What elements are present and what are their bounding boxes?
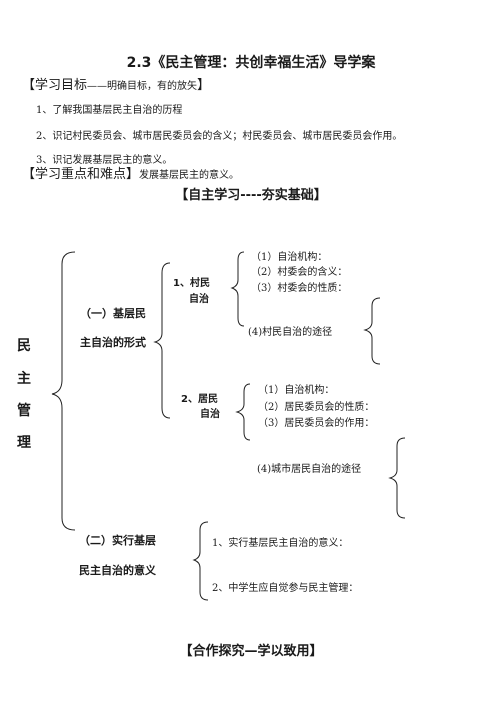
learning-goals-header-main: 【学习目标	[22, 78, 88, 93]
resident-label-line1: 2、居民	[181, 394, 218, 405]
goal-item-1: 1、了解我国基层民主自治的历程	[36, 105, 183, 116]
learning-goals-header-close: 】	[197, 78, 211, 93]
village-brace	[230, 251, 245, 327]
root-char-4: 理	[17, 435, 31, 451]
branch1-label-line2: 主自治的形式	[80, 336, 146, 349]
learning-goals-header: 【学习目标——明确目标，有的放矢】	[22, 74, 210, 93]
goal-item-3: 3、识记发展基层民主的意义。	[36, 155, 173, 166]
self-study-header: 【自主学习----夯实基础】	[175, 188, 327, 203]
page-title: 2.3《民主管理：共创幸福生活》导学案	[126, 55, 376, 71]
resident-item-3: （3）居民委员会的作用：	[258, 418, 375, 429]
focus-line: 【学习重点和难点】发展基层民主的意义。	[22, 163, 239, 182]
root-char-2: 主	[17, 371, 31, 387]
root-char-3: 管	[17, 403, 31, 419]
resident-brace	[235, 383, 251, 441]
resident-label-line2: 自治	[200, 409, 220, 420]
focus-text: 发展基层民主的意义。	[139, 170, 240, 181]
resident-item-2: （2）居民委员会的性质：	[258, 402, 375, 413]
resident-item-1: （1）自治机构：	[258, 385, 335, 396]
branch2-label-line2: 民主自治的意义	[79, 564, 156, 577]
branch2-label-line1: （二）实行基层	[79, 534, 156, 547]
village-item-2: （2）村委会的含义：	[251, 267, 348, 278]
meaning-item-1: 1、实行基层民主自治的意义：	[212, 538, 349, 549]
village-label-line1: 1、村民	[173, 278, 210, 289]
village-item-4: (4)村民自治的途径	[248, 327, 333, 338]
village-item-1: （1）自治机构：	[251, 252, 328, 263]
meaning-item-2: 2、中学生应自觉参与民主管理：	[212, 583, 359, 594]
meaning-brace	[192, 521, 209, 601]
branch1-brace	[153, 262, 171, 419]
resident-way-brace	[388, 437, 406, 519]
cooperate-header: 【合作探究—学以致用】	[179, 644, 323, 659]
village-way-brace	[363, 297, 381, 365]
root-brace	[51, 251, 76, 531]
resident-item-4: (4)城市居民自治的途径	[257, 464, 362, 475]
village-label-line2: 自治	[189, 294, 209, 305]
root-char-1: 民	[17, 338, 31, 354]
focus-header: 【学习重点和难点】	[22, 167, 140, 182]
goal-item-2: 2、识记村民委员会、城市居民委员会的含义；村民委员会、城市居民委员会作用。	[36, 131, 403, 142]
branch1-label-line1: （一）基层民	[80, 307, 146, 320]
village-item-3: （3）村委会的性质：	[251, 283, 348, 294]
learning-goals-header-sub: ——明确目标，有的放矢	[87, 81, 198, 92]
